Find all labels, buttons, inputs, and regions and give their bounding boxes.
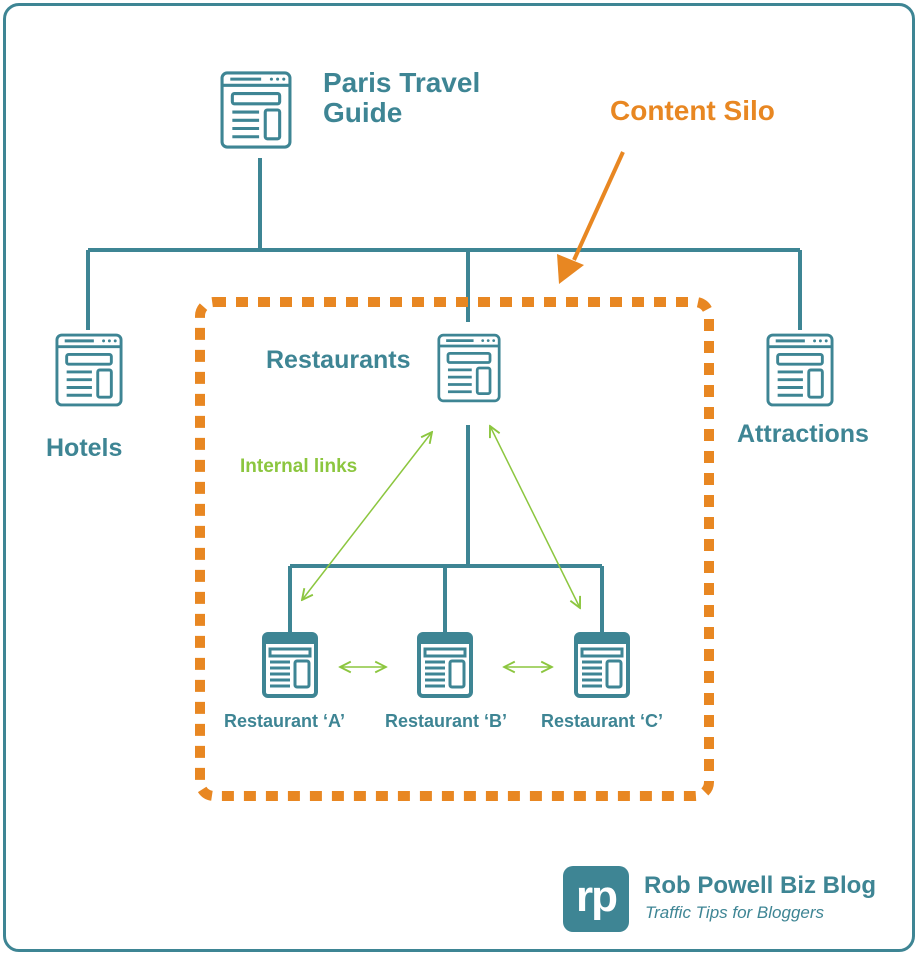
article-page-icon[interactable] (262, 632, 318, 698)
webpage-icon[interactable] (55, 333, 123, 407)
root-label-line2: Guide (323, 97, 403, 128)
internal-links-label: Internal links (240, 456, 358, 477)
content-silo-label: Content Silo (610, 95, 775, 126)
attractions-label[interactable]: Attractions (737, 420, 869, 448)
hotels-label[interactable]: Hotels (46, 434, 123, 462)
webpage-icon[interactable] (220, 71, 292, 149)
brand-tagline: Traffic Tips for Bloggers (645, 903, 825, 922)
tree-connectors (86, 158, 802, 632)
webpage-icon[interactable] (437, 333, 501, 403)
brand-name: Rob Powell Biz Blog (644, 872, 876, 899)
article-page-icon[interactable] (574, 632, 630, 698)
content-silo-boundary (195, 297, 714, 801)
restaurants-label[interactable]: Restaurants (266, 346, 411, 374)
restaurant-a-label[interactable]: Restaurant ‘A’ (224, 711, 346, 731)
root-node-label[interactable]: Paris Travel Guide (323, 68, 480, 128)
link-restaurants-to-a (302, 432, 432, 600)
root-label-line1: Paris Travel (323, 67, 481, 98)
internal-link-arrows (302, 426, 580, 667)
restaurant-c-label[interactable]: Restaurant ‘C’ (541, 711, 664, 731)
brand-logo: rp (563, 866, 629, 932)
content-silo-arrow (557, 151, 625, 284)
restaurant-b-label[interactable]: Restaurant ‘B’ (385, 711, 508, 731)
link-restaurants-to-c (490, 426, 580, 608)
webpage-icon[interactable] (766, 333, 834, 407)
article-page-icon[interactable] (417, 632, 473, 698)
diagram-frame (3, 3, 915, 952)
